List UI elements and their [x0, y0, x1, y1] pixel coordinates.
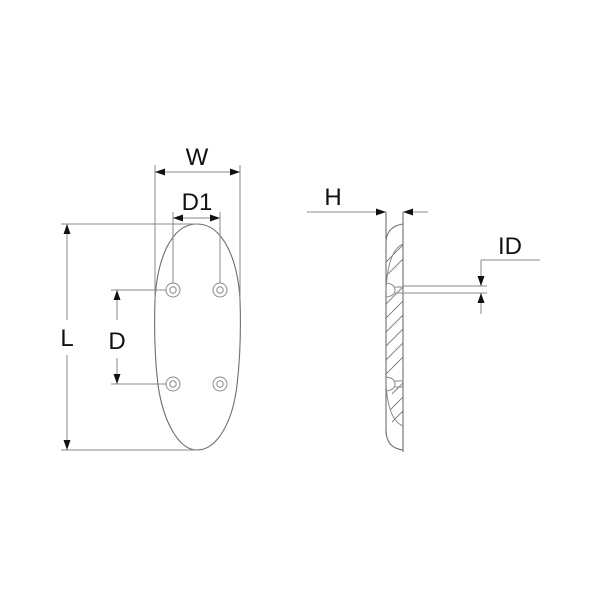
dimension-l: L	[60, 223, 197, 451]
dimension-w: W	[154, 144, 241, 300]
hole-bottom-left	[165, 376, 181, 392]
label-w: W	[186, 144, 209, 171]
hole-top-right	[212, 282, 228, 298]
label-d1: D1	[182, 189, 213, 216]
hole-top-left	[165, 282, 181, 298]
mounting-holes	[165, 282, 228, 392]
dimension-d1: D1	[172, 189, 221, 283]
dimension-id: ID	[403, 233, 540, 314]
dimension-d: D	[108, 289, 166, 385]
dimension-h: H	[307, 184, 428, 216]
side-view: H ID	[307, 184, 540, 452]
plate-outline	[154, 223, 241, 451]
label-l: L	[60, 325, 73, 352]
section-hatch	[386, 244, 403, 423]
hole-bottom-right	[212, 376, 228, 392]
front-view: W D1 L D	[60, 144, 241, 451]
label-d: D	[108, 328, 125, 355]
label-id: ID	[498, 233, 522, 260]
label-h: H	[324, 184, 341, 211]
